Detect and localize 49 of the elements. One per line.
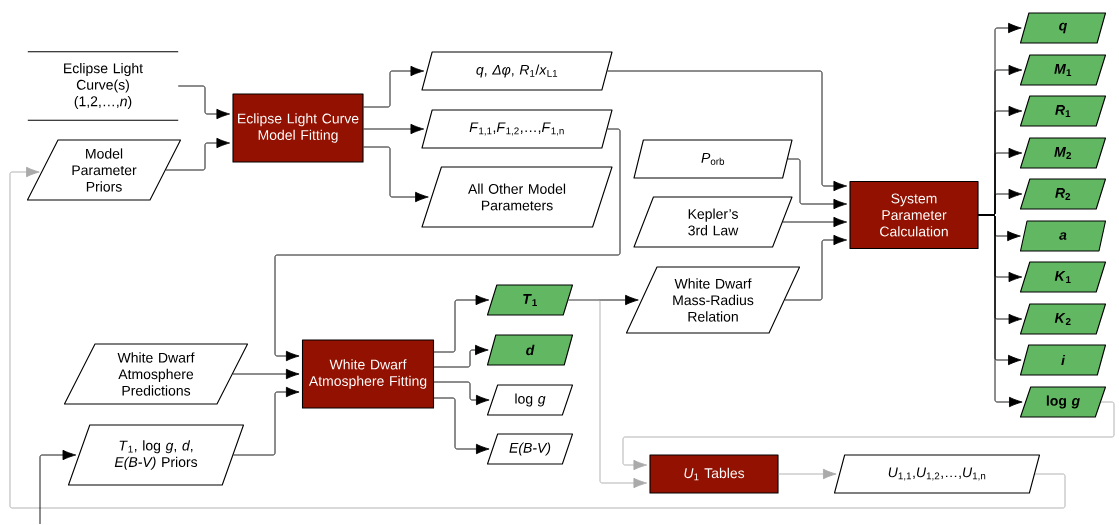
arrow	[978, 214, 1023, 408]
arrow	[433, 397, 490, 455]
data-parallelogram: M$_{1}$	[1019, 54, 1107, 86]
data-parallelogram: White Dwarf Mass-Radius Relation	[625, 266, 801, 334]
data-parallelogram: M$_{2}$	[1019, 137, 1107, 169]
arrow	[433, 294, 490, 353]
arrow	[232, 368, 300, 380]
data-parallelogram: d	[486, 334, 574, 366]
arrow	[567, 299, 647, 489]
data-parallelogram: i	[1019, 344, 1107, 376]
process-box: White Dwarf Atmosphere Fitting	[301, 339, 435, 409]
arrow	[363, 146, 429, 203]
arrow	[177, 85, 230, 120]
data-parallelogram: Kepler’s 3rd Law	[633, 196, 793, 248]
arrow	[782, 216, 847, 228]
data-parallelogram: a	[1019, 220, 1107, 252]
data-parallelogram: T$_{1}$	[486, 284, 574, 316]
process-box: Eclipse Light Curve Model Fitting	[232, 93, 364, 163]
data-parallelogram: P$_{orb}$	[633, 139, 793, 179]
data-parallelogram: U$_{1,1}$,U$_{1,2}$,…,U$_{1,n}$	[833, 454, 1041, 494]
data-parallelogram: All Other Model Parameters	[421, 166, 613, 228]
arrow	[363, 65, 425, 108]
arrow	[778, 468, 837, 480]
data-parallelogram: log g	[1019, 386, 1107, 418]
data-parallelogram: White Dwarf Atmosphere Predictions	[63, 343, 249, 405]
arrow	[784, 234, 847, 301]
arrow	[433, 344, 489, 368]
data-parallelogram: Model Parameter Priors	[26, 139, 182, 201]
data-parallelogram: q, Δφ, R$_{1}$/x$_{L1}$	[421, 51, 613, 91]
data-parallelogram: q	[1019, 12, 1107, 44]
arrow	[607, 70, 847, 192]
arrow	[363, 123, 425, 135]
arrow	[622, 401, 1115, 471]
process-box: System Parameter Calculation	[849, 180, 979, 250]
arrow	[433, 381, 490, 406]
data-store: Eclipse Light Curve(s) (1,2,…,n)	[27, 51, 179, 121]
arrow	[39, 449, 77, 525]
data-parallelogram: R$_{2}$	[1019, 178, 1107, 210]
arrow	[9, 166, 1066, 509]
data-parallelogram: K$_{2}$	[1019, 303, 1107, 335]
data-parallelogram: F$_{1,1}$,F$_{1,2}$,…,F$_{1,n}$	[421, 109, 613, 149]
data-parallelogram: R$_{1}$	[1019, 95, 1107, 127]
data-parallelogram: K$_{1}$	[1019, 261, 1107, 293]
data-parallelogram: T$_{1}$, log g, d, E(B-V) Priors	[67, 424, 245, 486]
process-box: U$_{1}$ Tables	[649, 454, 779, 494]
arrow	[233, 386, 300, 456]
arrow	[165, 137, 230, 171]
data-parallelogram: log g	[486, 384, 574, 416]
data-parallelogram: E(B-V)	[486, 433, 574, 465]
